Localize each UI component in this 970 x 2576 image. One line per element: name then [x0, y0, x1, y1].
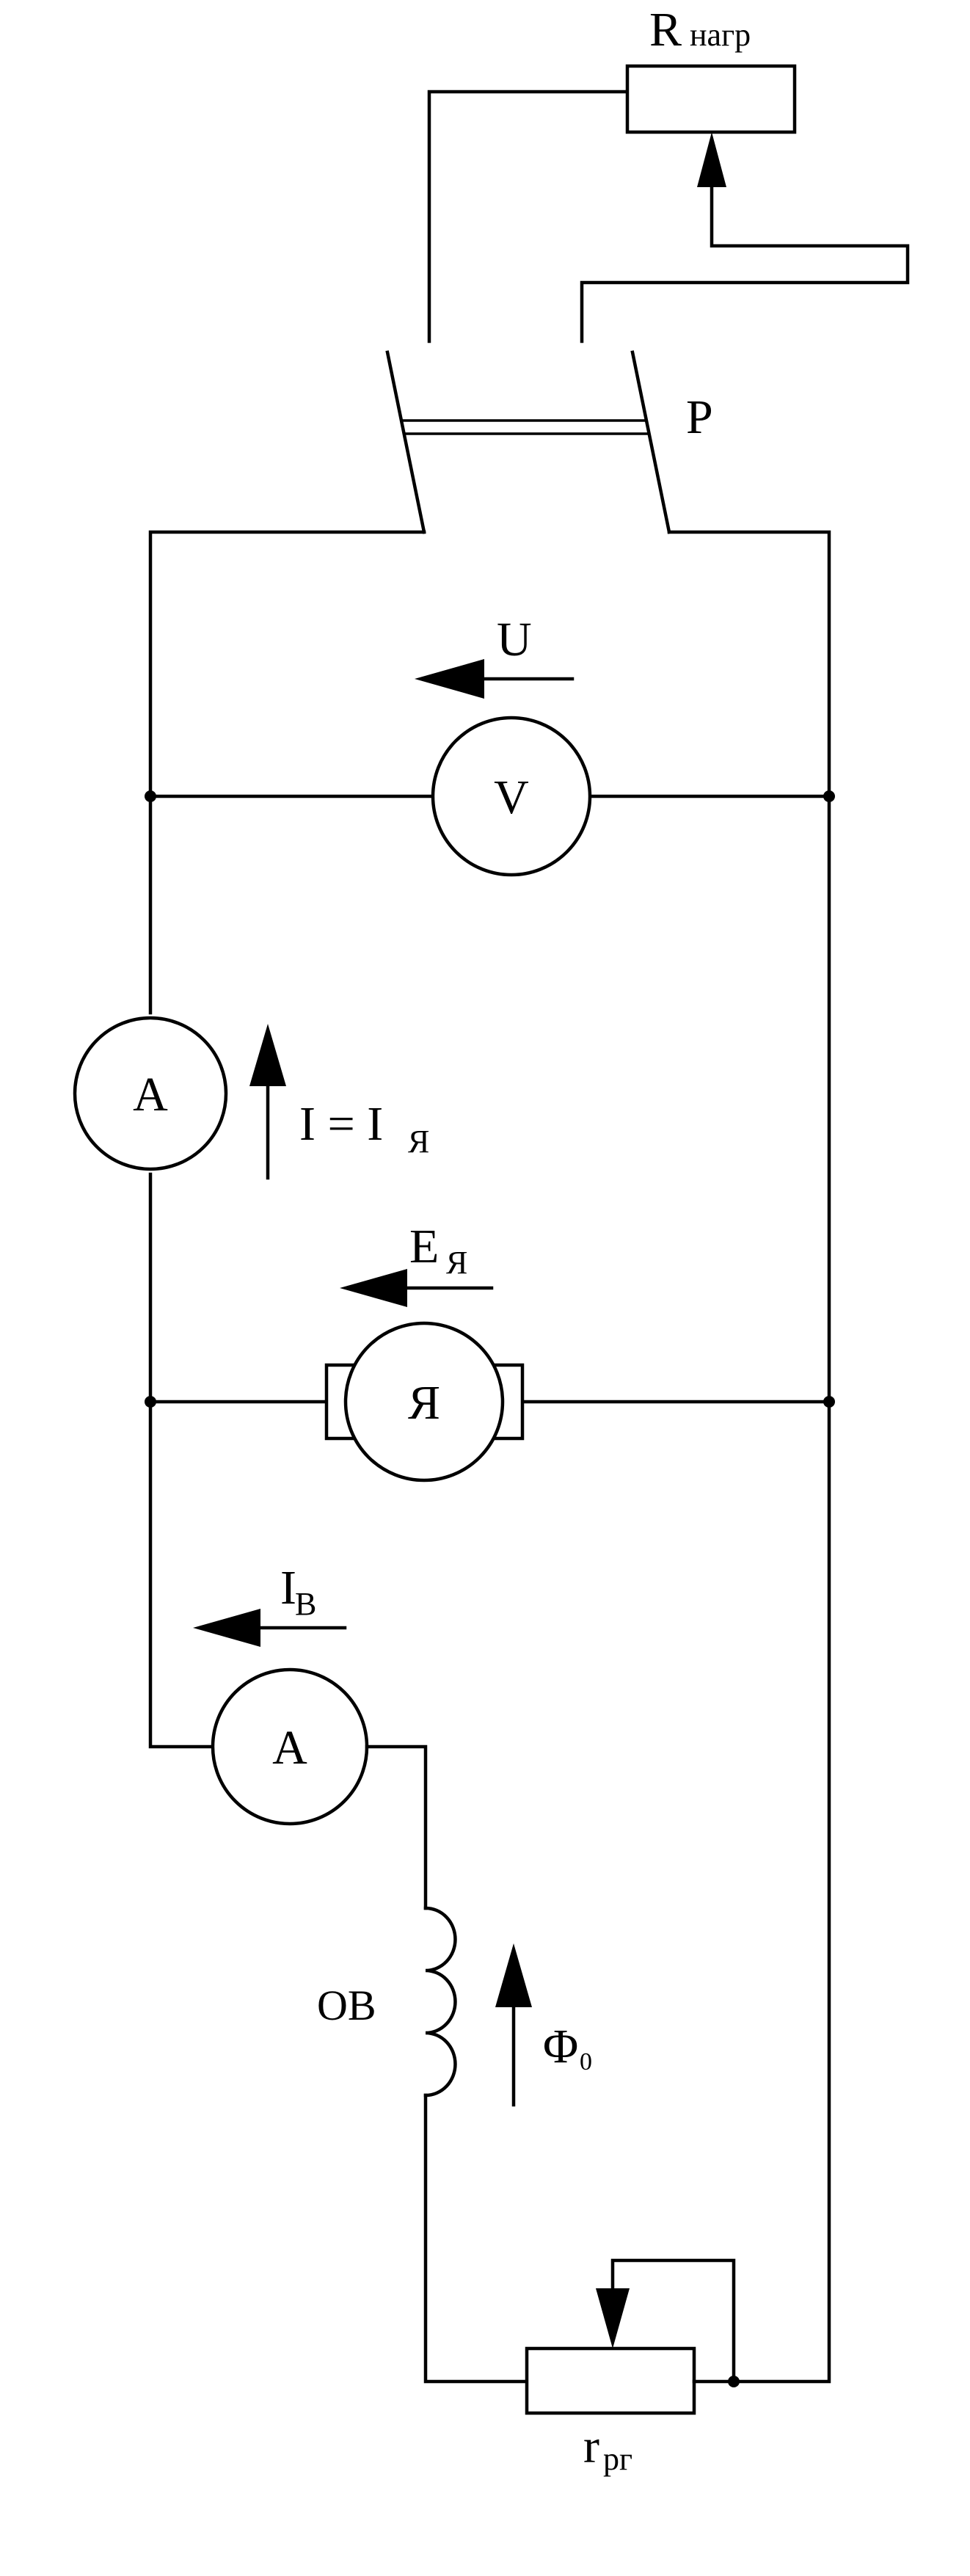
junction-dot: [823, 1396, 835, 1408]
armature-ammeter-label: A: [133, 1068, 168, 1121]
rheostat-slider-arrowhead: [596, 2288, 630, 2348]
emf-label: E: [409, 1220, 439, 1273]
rheostat-label: r: [583, 2420, 599, 2473]
field-ammeter-wire-right: [365, 1744, 428, 1910]
armature-ammeter: [73, 1016, 228, 1171]
voltage-label: U: [497, 613, 532, 666]
field-current-label: I: [280, 1561, 296, 1615]
rheostat-body: [525, 2346, 696, 2415]
junction-dot: [728, 2376, 740, 2387]
voltmeter-branch: V U: [148, 613, 831, 877]
switch-blade-right: [630, 350, 671, 534]
flux-label: Φ: [543, 2020, 578, 2073]
armature-group: Я E Я: [148, 1220, 831, 1482]
armature-label: Я: [408, 1376, 440, 1430]
field-ammeter-label: A: [272, 1721, 307, 1775]
load-slider-wire: [580, 185, 910, 343]
field-winding-label: OB: [317, 1982, 376, 2029]
load-slider-arrowhead: [697, 132, 726, 187]
load-wire-left: [427, 90, 630, 343]
rheostat-group: r рг: [525, 2258, 736, 2477]
wire-top-right: [667, 530, 831, 2384]
rheostat-subscript: рг: [603, 2441, 632, 2477]
junction-dot: [145, 1396, 156, 1408]
voltmeter-label: V: [494, 771, 529, 824]
load-resistor-body: [625, 64, 797, 134]
wire-left-lower: [148, 1172, 215, 1749]
rheostat-slider-wire: [610, 2258, 736, 2384]
flux-subscript: 0: [580, 2048, 592, 2075]
field-current-arrowhead: [193, 1609, 260, 1647]
armature-ammeter-group: A I = I Я: [73, 1016, 429, 1180]
junction-dot: [823, 790, 835, 802]
load-resistor: R нагр: [427, 3, 910, 343]
emf-arrowhead: [340, 1269, 407, 1307]
switch-label: P: [686, 390, 713, 444]
armature: [343, 1321, 505, 1482]
armature-current-arrowhead: [249, 1024, 286, 1086]
flux-arrowhead: [495, 1943, 532, 2007]
voltage-arrowhead: [415, 659, 484, 699]
field-current-subscript: B: [295, 1586, 316, 1622]
emf-subscript: Я: [446, 1245, 467, 1281]
wire-top-left: [148, 530, 426, 1015]
field-ammeter-group: A I B: [193, 1561, 428, 1910]
field-winding-coil: [423, 1906, 457, 2097]
junction-dot: [145, 790, 156, 802]
switch-p: P: [385, 350, 713, 534]
switch-blade-left: [385, 350, 426, 534]
armature-current-subscript: Я: [408, 1124, 429, 1160]
load-resistor-label: R: [649, 3, 682, 57]
voltmeter: [431, 716, 592, 877]
load-resistor-subscript: нагр: [690, 17, 751, 53]
field-winding-wire-bottom: [423, 2093, 529, 2384]
field-winding-group: OB Φ 0: [317, 1906, 592, 2384]
armature-current-label: I = I: [299, 1097, 383, 1151]
